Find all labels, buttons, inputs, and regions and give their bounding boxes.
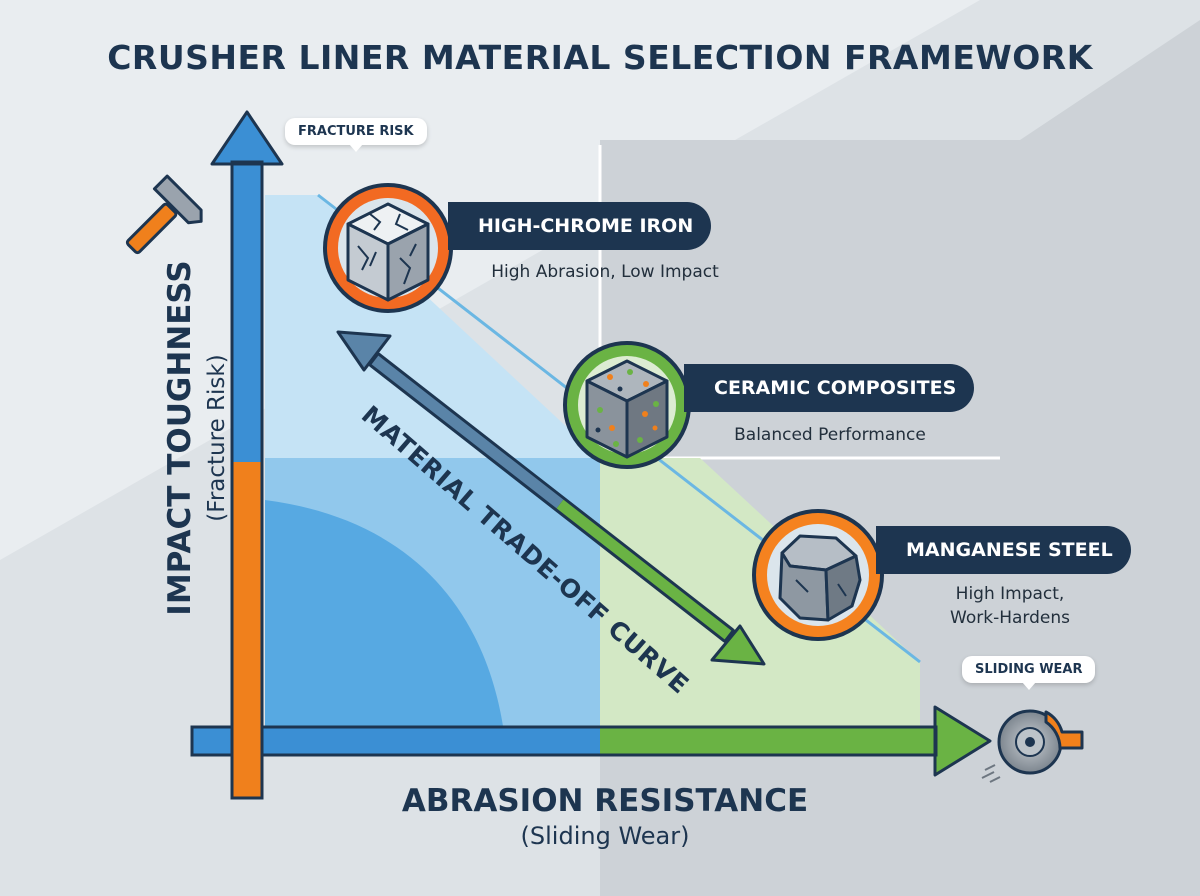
speckled-cube-icon xyxy=(585,359,669,459)
x-axis-outline xyxy=(190,725,938,757)
x-axis-bar-green xyxy=(600,727,938,755)
diagram-title: CRUSHER LINER MATERIAL SELECTION FRAMEWO… xyxy=(107,38,1093,77)
y-axis-arrowhead xyxy=(210,110,284,166)
material-desc-manganese-steel: High Impact, Work-Hardens xyxy=(920,582,1100,630)
fracture-risk-tag: FRACTURE RISK xyxy=(285,118,427,152)
impact-zone-dark xyxy=(265,500,505,740)
material-name-manganese-steel: MANGANESE STEEL xyxy=(876,526,1131,574)
desc-line: Balanced Performance xyxy=(734,425,926,445)
desc-line: High Impact, xyxy=(955,584,1065,604)
tradeoff-arrow-shaft-blue xyxy=(371,355,564,509)
desc-line: High Abrasion, Low Impact xyxy=(491,262,719,282)
ceramic-composites-icon xyxy=(563,341,691,469)
high-chrome-iron-icon xyxy=(323,183,453,313)
tradeoff-arrow-shaft-green xyxy=(556,499,732,640)
y-axis-bar-blue xyxy=(232,162,262,462)
material-desc-high-chrome-iron: High Abrasion, Low Impact xyxy=(460,260,750,284)
y-axis-bar-orange xyxy=(232,462,262,798)
cracked-cube-icon xyxy=(346,202,430,302)
material-desc-ceramic-composites: Balanced Performance xyxy=(715,423,945,447)
sliding-wear-tag: SLIDING WEAR xyxy=(962,656,1096,690)
x-axis-sublabel: (Sliding Wear) xyxy=(520,822,690,850)
y-axis-outline xyxy=(230,160,264,800)
hammer-icon xyxy=(125,174,203,255)
tradeoff-arrowhead-up xyxy=(336,330,392,372)
material-name-high-chrome-iron: HIGH-CHROME IRON xyxy=(448,202,712,250)
manganese-steel-icon xyxy=(752,509,884,641)
y-axis-sublabel: (Fracture Risk) xyxy=(204,354,230,522)
brake-disc-icon xyxy=(981,709,1084,783)
rough-rock-icon xyxy=(778,534,862,622)
desc-line: Work-Hardens xyxy=(950,608,1070,628)
x-axis-label: ABRASION RESISTANCE xyxy=(401,783,809,819)
tradeoff-arrowhead-down xyxy=(710,624,766,666)
material-name-ceramic-composites: CERAMIC COMPOSITES xyxy=(684,364,975,412)
